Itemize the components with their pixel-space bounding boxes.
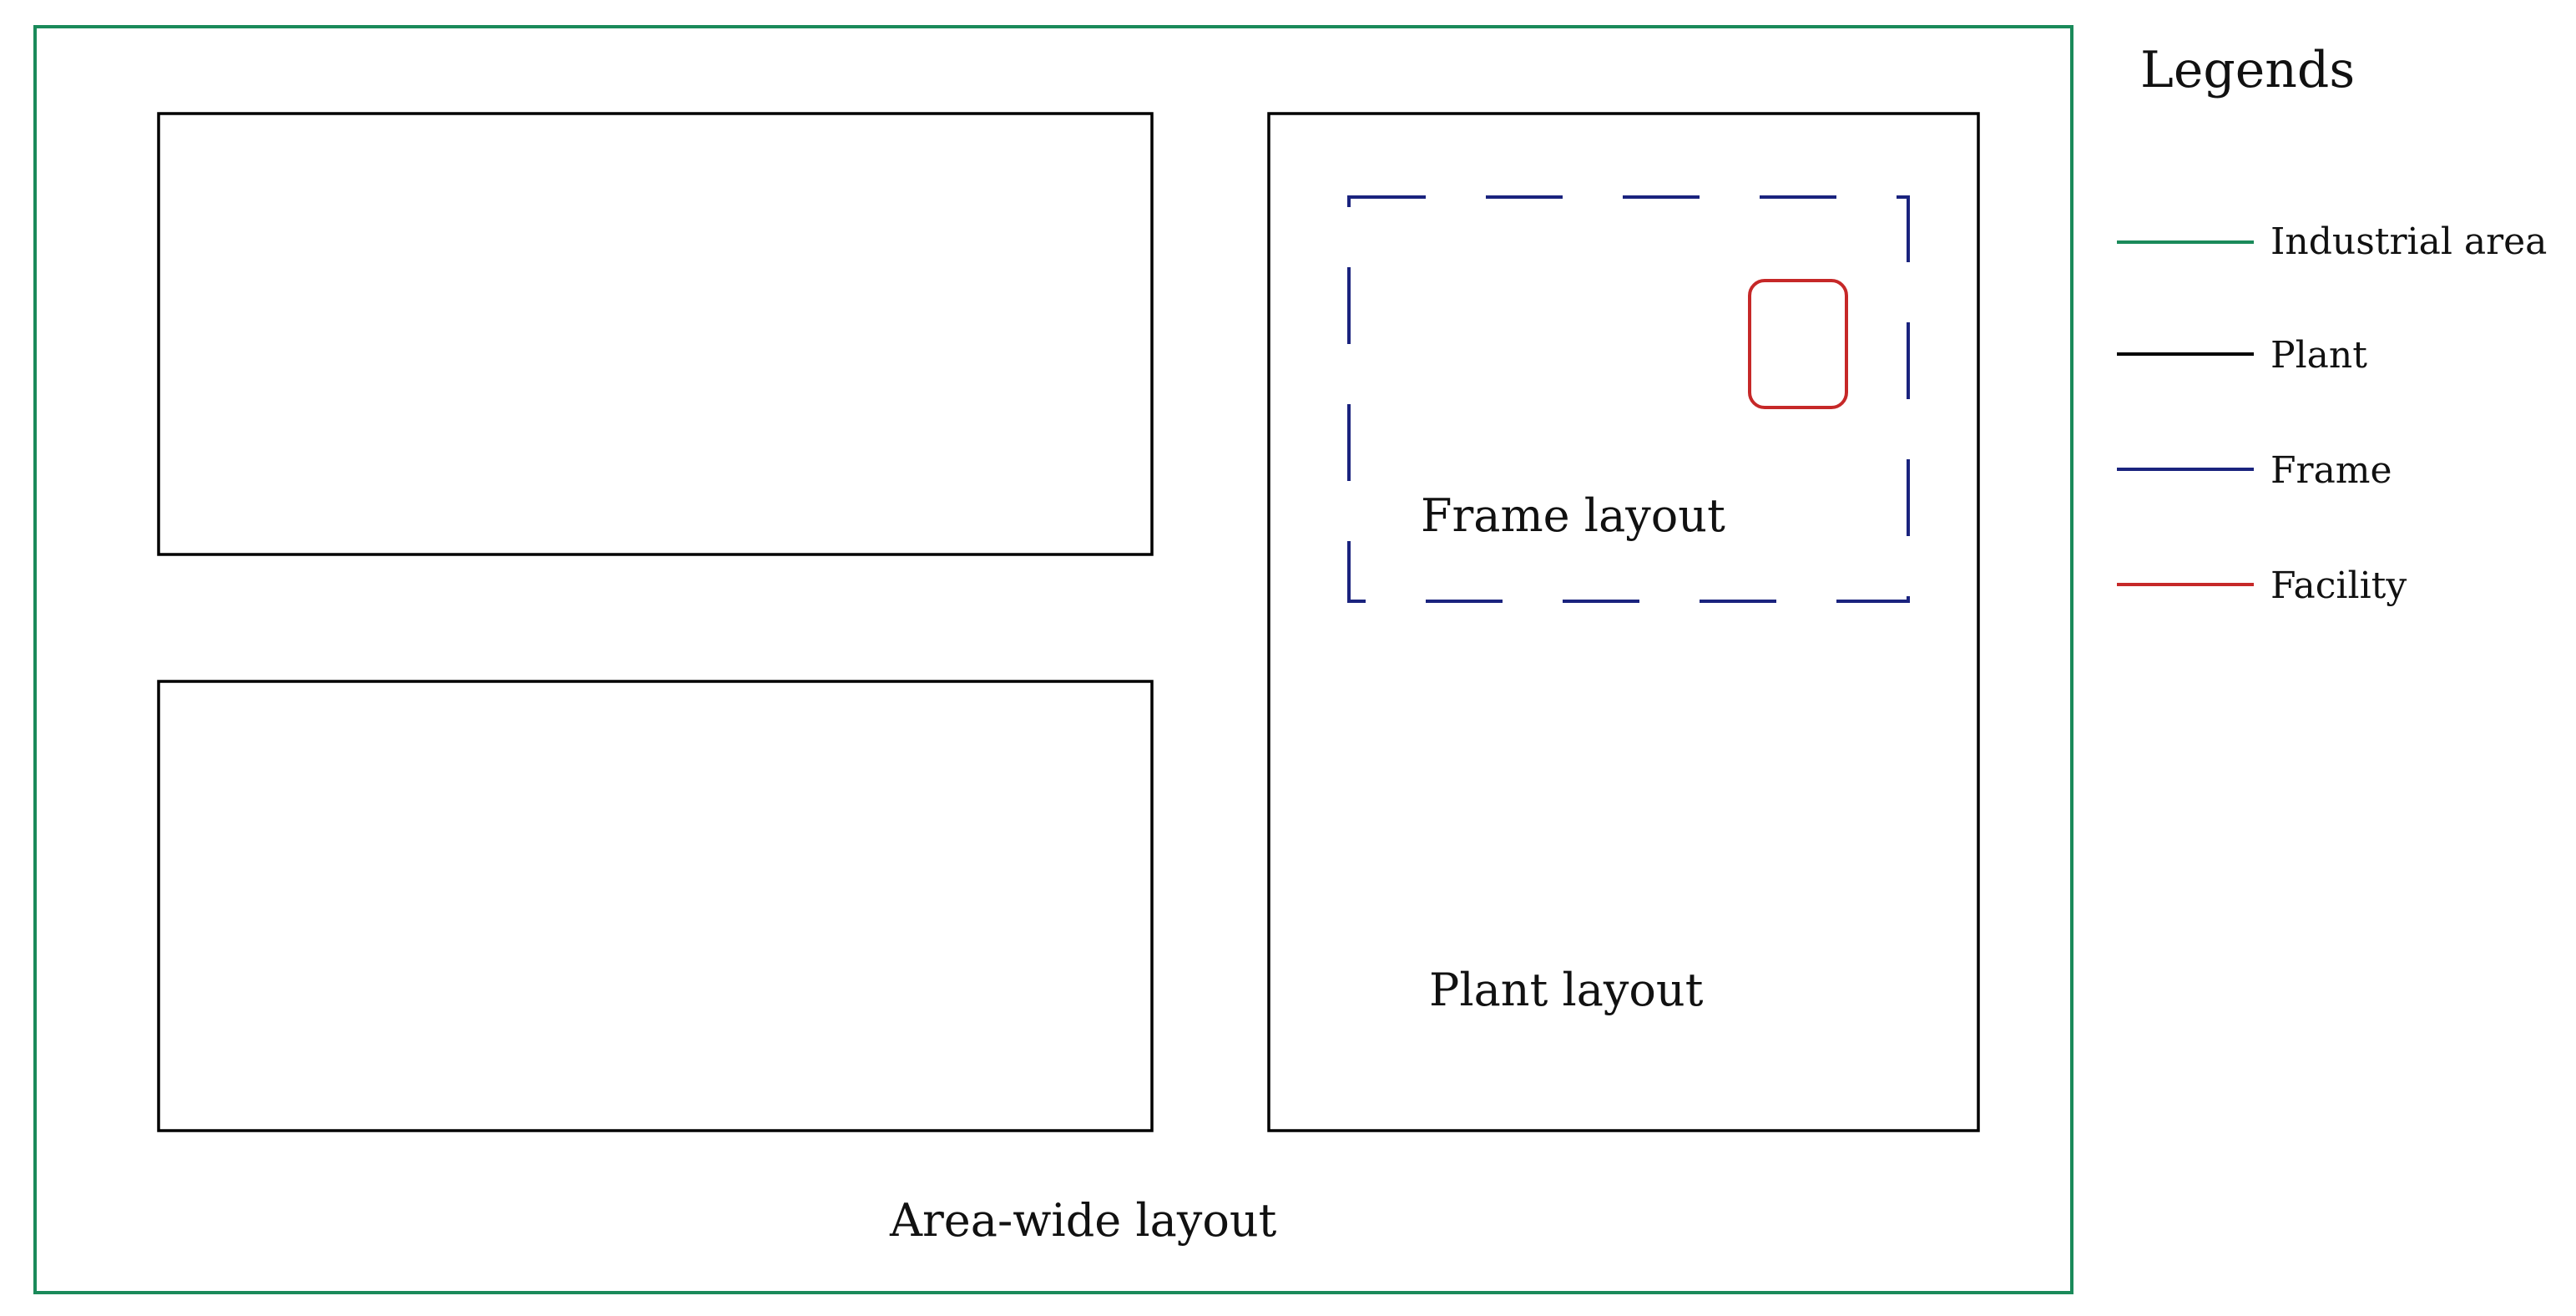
legend-item-industrial-area: Industrial area	[2117, 220, 2547, 263]
legend-label-facility: Facility	[2270, 564, 2407, 607]
legend-label-industrial-area: Industrial area	[2270, 220, 2547, 263]
legend-title: Legends	[2140, 41, 2355, 99]
industrial-area-boundary	[33, 25, 2073, 1294]
plant-bottom-left	[157, 680, 1154, 1132]
plant-layout-label: Plant layout	[1429, 964, 1704, 1016]
legend-item-plant: Plant	[2117, 334, 2367, 377]
legend-label-frame: Frame	[2270, 449, 2392, 492]
frame-layout-label: Frame layout	[1421, 489, 1725, 542]
area-layout-label: Area-wide layout	[889, 1194, 1277, 1247]
facility-box	[1748, 279, 1848, 409]
legend-label-plant: Plant	[2270, 334, 2367, 377]
legend-item-facility: Facility	[2117, 564, 2407, 607]
frame-boundary	[1347, 195, 1910, 603]
plant-top-left	[157, 112, 1154, 556]
legend-item-frame: Frame	[2117, 449, 2392, 492]
plant-right	[1267, 112, 1980, 1132]
